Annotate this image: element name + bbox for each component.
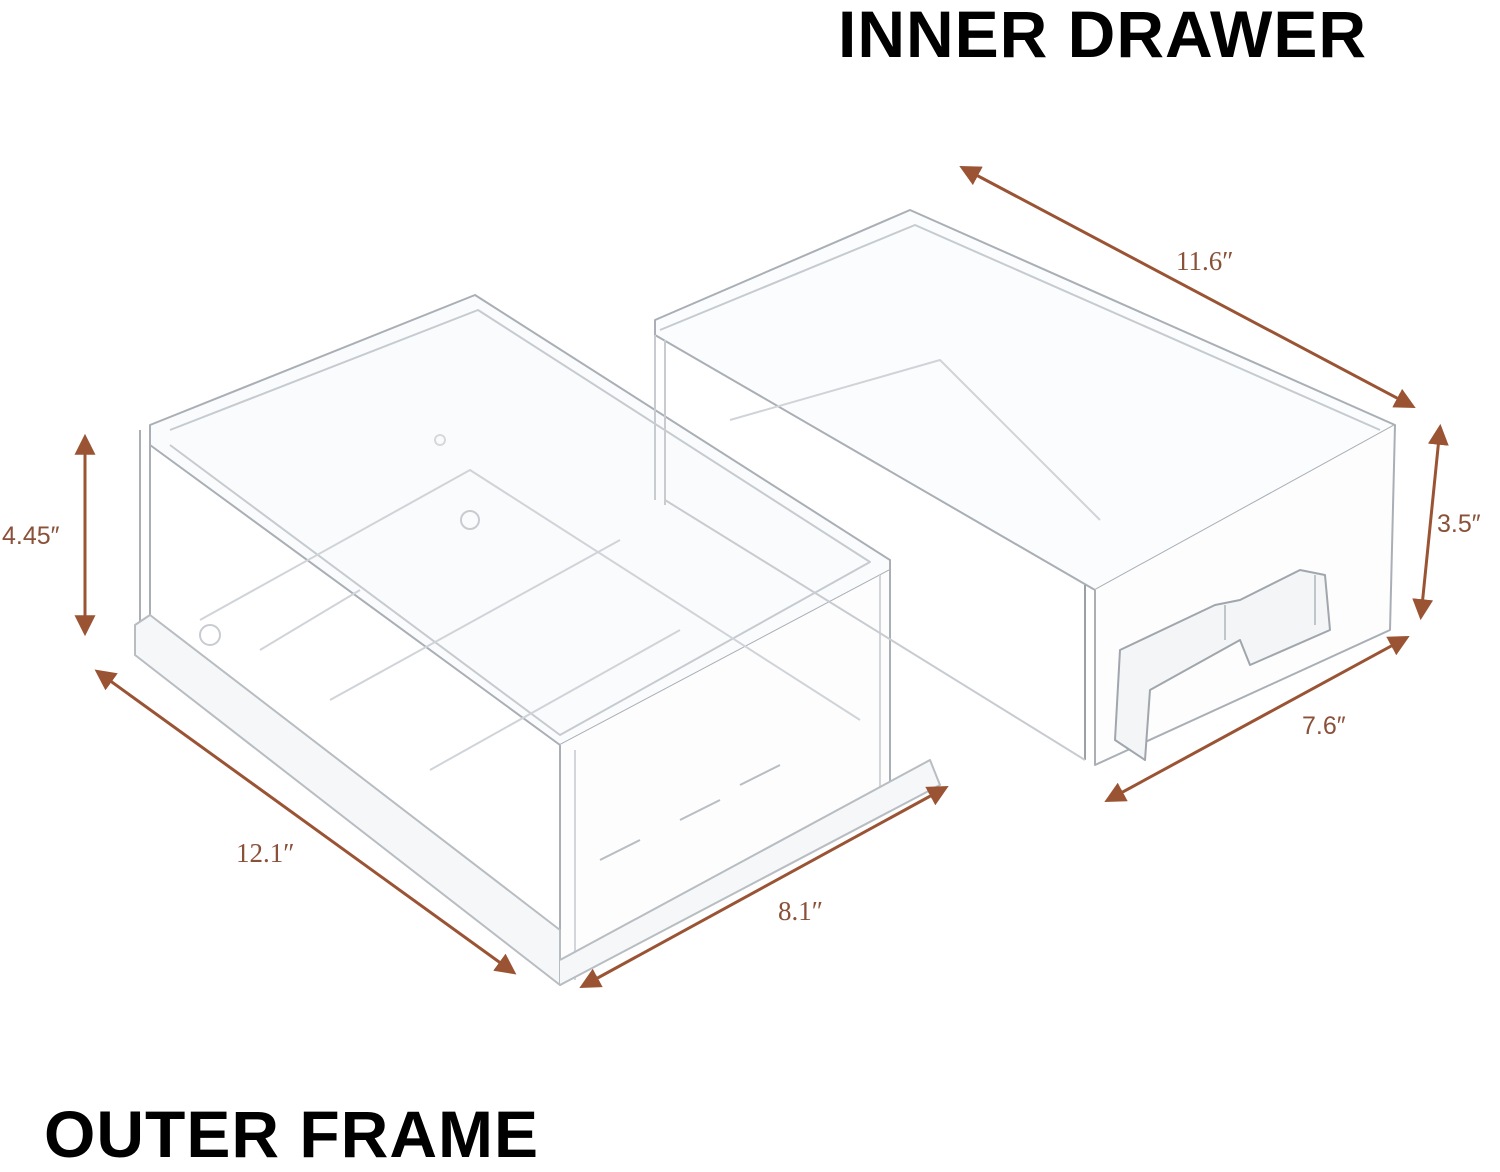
arrow-outer-width xyxy=(579,785,949,989)
arrow-inner-height xyxy=(1412,423,1449,621)
arrow-inner-length xyxy=(959,166,1416,408)
inner-width-label: 7.6″ xyxy=(1302,712,1346,740)
outer-frame-title: OUTER FRAME xyxy=(44,1097,539,1171)
outer-width-label: 8.1″ xyxy=(778,896,823,926)
inner-height-label: 3.5″ xyxy=(1437,510,1481,538)
dimension-arrows xyxy=(74,166,1449,989)
inner-length-label: 11.6″ xyxy=(1176,246,1234,276)
outer-height-label: 4.45″ xyxy=(2,522,60,550)
arrow-outer-length xyxy=(94,669,517,975)
outer-length-label: 12.1″ xyxy=(236,838,295,868)
arrow-inner-width xyxy=(1104,635,1410,803)
inner-drawer-title: INNER DRAWER xyxy=(838,0,1368,71)
